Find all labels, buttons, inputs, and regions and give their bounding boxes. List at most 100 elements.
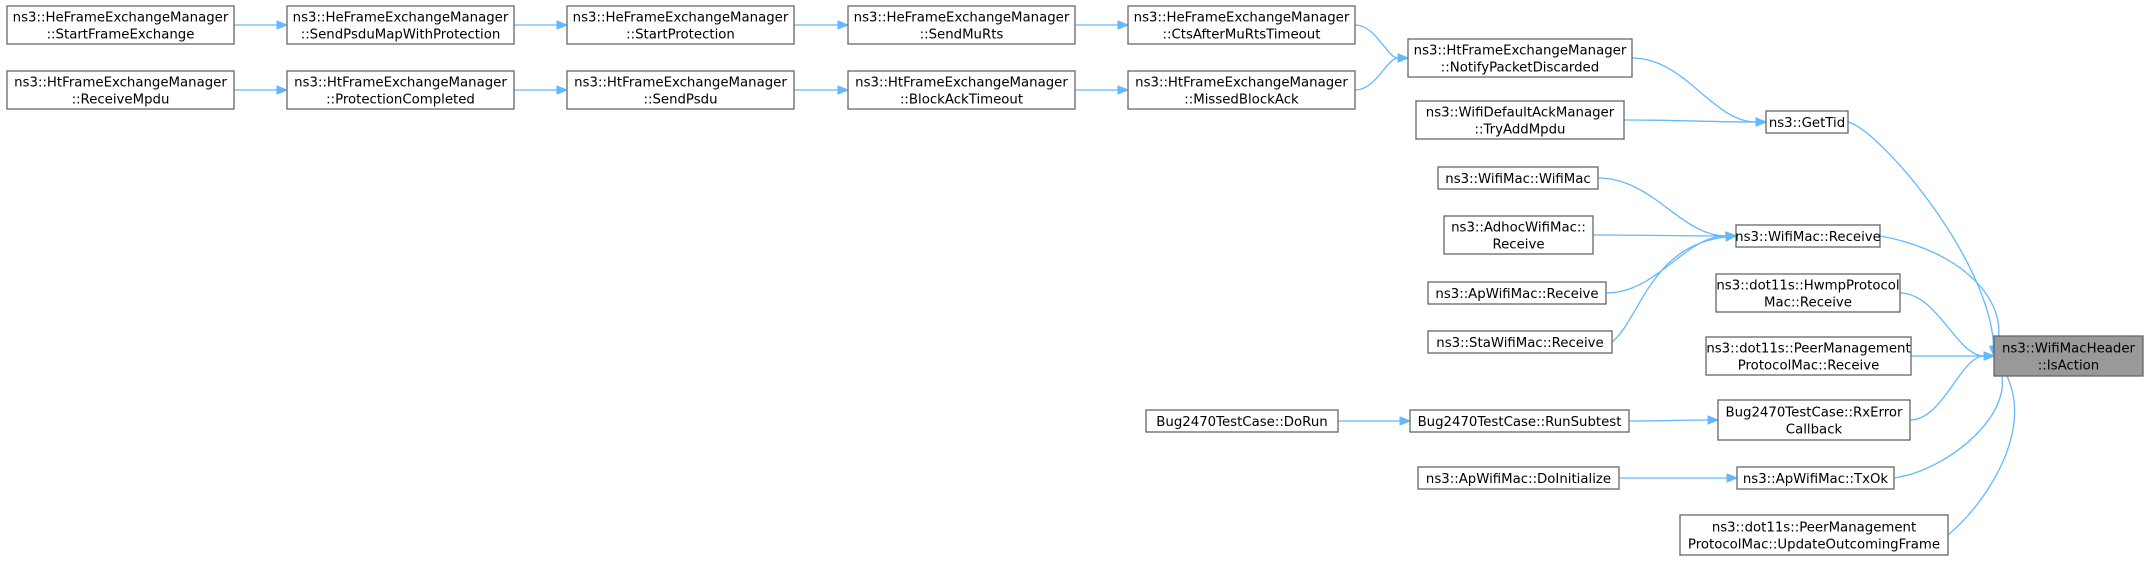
node-he-startprot[interactable]: ns3::HeFrameExchangeManager::StartProtec… bbox=[566, 5, 795, 45]
node-wifimac-receive[interactable]: ns3::WifiMac::Receive bbox=[1735, 224, 1881, 248]
node-box bbox=[1427, 281, 1607, 305]
edge-line bbox=[1893, 364, 2004, 479]
edge-ht-missed-to-ht-notify bbox=[1354, 53, 1410, 91]
node-he-sendpsdumap[interactable]: ns3::HeFrameExchangeManager::SendPsduMap… bbox=[286, 5, 515, 45]
edge-arrowhead bbox=[837, 85, 850, 95]
node-label-line: ::CtsAfterMuRtsTimeout bbox=[1163, 28, 1321, 43]
edge-arrowhead bbox=[837, 20, 850, 30]
edge-sta-receive-to-wifimac-receive bbox=[1611, 232, 1738, 343]
node-ap-doinit[interactable]: ns3::ApWifiMac::DoInitialize bbox=[1417, 466, 1620, 490]
node-label-line: ns3::ApWifiMac::DoInitialize bbox=[1426, 472, 1611, 487]
node-he-startframe[interactable]: ns3::HeFrameExchangeManager::StartFrameE… bbox=[6, 5, 235, 45]
node-he-ctsafter[interactable]: ns3::HeFrameExchangeManager::CtsAfterMuR… bbox=[1127, 5, 1356, 45]
edge-line bbox=[1947, 363, 2016, 536]
node-label-line: ::SendMuRts bbox=[920, 28, 1004, 43]
node-box bbox=[286, 5, 515, 45]
edge-bug-runsubtest-to-bug-rxerror bbox=[1628, 415, 1720, 425]
node-label-line: ns3::dot11s::PeerManagement bbox=[1706, 342, 1910, 357]
node-label-line: ns3::HeFrameExchangeManager bbox=[13, 11, 229, 26]
node-label-line: ::SendPsduMapWithProtection bbox=[301, 28, 501, 43]
node-ht-blockack[interactable]: ns3::HtFrameExchangeManager::BlockAckTim… bbox=[847, 70, 1076, 110]
node-box bbox=[1407, 38, 1633, 78]
node-label-line: ns3::HtFrameExchangeManager bbox=[14, 76, 227, 91]
edge-ht-protcompleted-to-ht-sendpsdu bbox=[514, 85, 569, 95]
node-box bbox=[286, 70, 515, 110]
edge-arrowhead bbox=[1755, 117, 1768, 127]
node-label-line: Mac::Receive bbox=[1764, 296, 1852, 311]
edge-line bbox=[1847, 121, 1995, 347]
node-box bbox=[566, 70, 795, 110]
node-label-line: ns3::AdhocWifiMac:: bbox=[1451, 221, 1586, 236]
node-isaction[interactable]: ns3::WifiMacHeader::IsAction bbox=[1993, 335, 2144, 377]
edge-line bbox=[1597, 177, 1727, 237]
node-ht-missed[interactable]: ns3::HtFrameExchangeManager::MissedBlock… bbox=[1127, 70, 1356, 110]
node-box bbox=[1705, 336, 1912, 376]
edge-ht-sendpsdu-to-ht-blockack bbox=[794, 85, 850, 95]
edge-line bbox=[1605, 235, 1727, 294]
edge-line bbox=[1611, 236, 1727, 343]
node-wifidefault[interactable]: ns3::WifiDefaultAckManager::TryAddMpdu bbox=[1415, 100, 1625, 140]
node-box bbox=[1409, 409, 1630, 433]
node-box bbox=[1427, 330, 1613, 354]
edge-wifidefault-to-gettid bbox=[1623, 117, 1768, 127]
edge-ht-receivempdu-to-ht-protcompleted bbox=[234, 85, 289, 95]
node-box bbox=[1715, 273, 1901, 313]
node-label-line: ns3::StaWifiMac::Receive bbox=[1436, 336, 1603, 351]
node-box bbox=[1127, 70, 1356, 110]
edge-line bbox=[1909, 355, 1985, 421]
edge-arrowhead bbox=[1983, 351, 1996, 361]
nodes-layer: ns3::HeFrameExchangeManager::StartFrameE… bbox=[6, 5, 2144, 556]
node-label-line: ns3::WifiMac::Receive bbox=[1735, 230, 1881, 245]
node-bug-runsubtest[interactable]: Bug2470TestCase::RunSubtest bbox=[1409, 409, 1630, 433]
edge-peer-update-to-isaction bbox=[1947, 354, 2016, 536]
node-he-sendmurts[interactable]: ns3::HeFrameExchangeManager::SendMuRts bbox=[847, 5, 1076, 45]
node-label-line: ns3::WifiMacHeader bbox=[2002, 342, 2136, 357]
edge-he-sendmurts-to-he-ctsafter bbox=[1075, 20, 1130, 30]
edge-bug-dorun-to-bug-runsubtest bbox=[1337, 416, 1412, 426]
edge-bug-rxerror-to-isaction bbox=[1909, 351, 1996, 421]
edge-arrowhead bbox=[1399, 416, 1412, 426]
node-label-line: ns3::HtFrameExchangeManager bbox=[294, 76, 507, 91]
node-gettid[interactable]: ns3::GetTid bbox=[1765, 110, 1849, 134]
node-box bbox=[1443, 215, 1594, 255]
node-label-line: ProtocolMac::UpdateOutcomingFrame bbox=[1688, 538, 1940, 553]
node-box bbox=[1437, 166, 1599, 190]
edge-ht-notify-to-gettid bbox=[1631, 57, 1768, 127]
edge-wifimac-ctor-to-wifimac-receive bbox=[1597, 177, 1738, 241]
node-box bbox=[1415, 100, 1625, 140]
edge-line bbox=[1592, 234, 1727, 237]
node-box bbox=[1765, 110, 1849, 134]
node-label-line: ns3::WifiMac::WifiMac bbox=[1445, 172, 1590, 187]
node-ht-protcompleted[interactable]: ns3::HtFrameExchangeManager::ProtectionC… bbox=[286, 70, 515, 110]
node-label-line: ns3::dot11s::HwmpProtocol bbox=[1716, 279, 1899, 294]
node-box bbox=[1735, 224, 1881, 248]
node-sta-receive[interactable]: ns3::StaWifiMac::Receive bbox=[1427, 330, 1613, 354]
node-peer-update[interactable]: ns3::dot11s::PeerManagementProtocolMac::… bbox=[1679, 514, 1949, 556]
edge-arrowhead bbox=[1397, 53, 1410, 63]
edge-line bbox=[1354, 24, 1399, 59]
node-adhoc-receive[interactable]: ns3::AdhocWifiMac::Receive bbox=[1443, 215, 1594, 255]
node-ap-txok[interactable]: ns3::ApWifiMac::TxOk bbox=[1736, 466, 1895, 490]
node-label-line: ns3::HtFrameExchangeManager bbox=[574, 76, 787, 91]
edge-line bbox=[1631, 57, 1757, 123]
edge-he-startprot-to-he-sendmurts bbox=[794, 20, 850, 30]
node-label-line: ns3::HtFrameExchangeManager bbox=[1135, 76, 1348, 91]
node-ap-receive[interactable]: ns3::ApWifiMac::Receive bbox=[1427, 281, 1607, 305]
edge-ht-blockack-to-ht-missed bbox=[1075, 85, 1130, 95]
edge-arrowhead bbox=[276, 20, 289, 30]
node-peer-receive[interactable]: ns3::dot11s::PeerManagementProtocolMac::… bbox=[1705, 336, 1912, 376]
node-bug-dorun[interactable]: Bug2470TestCase::DoRun bbox=[1145, 409, 1339, 433]
node-ht-notify[interactable]: ns3::HtFrameExchangeManager::NotifyPacke… bbox=[1407, 38, 1633, 78]
node-box bbox=[6, 5, 235, 45]
node-label-line: ns3::HtFrameExchangeManager bbox=[1414, 44, 1627, 59]
node-ht-receivempdu[interactable]: ns3::HtFrameExchangeManager::ReceiveMpdu bbox=[6, 70, 235, 110]
node-label-line: ns3::HeFrameExchangeManager bbox=[1134, 11, 1350, 26]
node-label-line: ::StartProtection bbox=[626, 28, 735, 43]
node-wifimac-ctor[interactable]: ns3::WifiMac::WifiMac bbox=[1437, 166, 1599, 190]
node-label-line: ::TryAddMpdu bbox=[1475, 123, 1566, 138]
node-ht-sendpsdu[interactable]: ns3::HtFrameExchangeManager::SendPsdu bbox=[566, 70, 795, 110]
node-box bbox=[847, 5, 1076, 45]
